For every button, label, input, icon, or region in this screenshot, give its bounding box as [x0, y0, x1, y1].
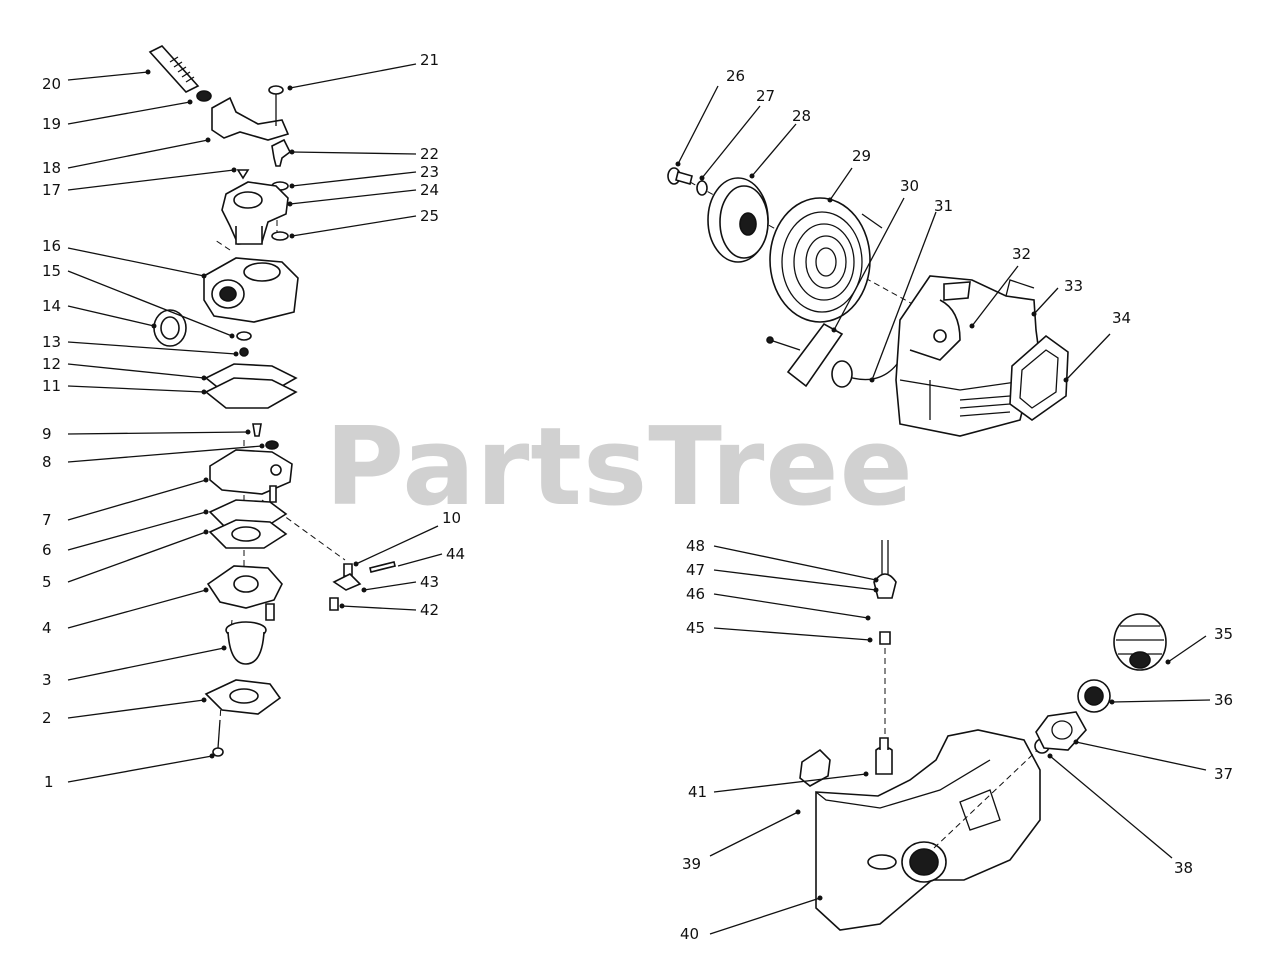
part-1-screw — [212, 719, 224, 757]
part-25-washer — [271, 231, 289, 241]
callout-35: 35 — [1214, 625, 1234, 643]
part-11-plate — [204, 377, 298, 409]
callout-41: 41 — [688, 783, 708, 801]
callout-45: 45 — [686, 619, 706, 637]
callout-8: 8 — [42, 453, 52, 471]
callout-25: 25 — [420, 207, 440, 225]
part-34-gasket — [1009, 334, 1069, 421]
part-3-primer-bulb — [225, 621, 267, 665]
part-13-needle — [239, 347, 249, 357]
part-20-adjust-screw — [148, 45, 200, 93]
callout-47: 47 — [686, 561, 706, 579]
part-17-pin — [236, 169, 250, 180]
part-40-fuel-tank — [815, 729, 1041, 931]
callout-21: 21 — [420, 51, 440, 69]
part-46-grommet — [873, 573, 897, 599]
callout-31: 31 — [934, 197, 954, 215]
callout-18: 18 — [42, 159, 62, 177]
callout-6: 6 — [42, 541, 52, 559]
callout-38: 38 — [1174, 859, 1194, 877]
callout-36: 36 — [1214, 691, 1234, 709]
callout-28: 28 — [792, 107, 812, 125]
part-5-diaphragm — [208, 519, 288, 549]
part-18-bracket — [211, 96, 290, 141]
part-4-cover — [206, 565, 283, 621]
part-19-nut — [196, 90, 212, 102]
part-45-fitting — [879, 631, 891, 645]
fuel-tank-assembly — [799, 540, 1167, 931]
part-36-vent — [1077, 679, 1111, 713]
part-15-o-ring — [236, 331, 252, 341]
callout-48: 48 — [686, 537, 706, 555]
part-29-recoil-spring — [769, 197, 883, 323]
callout-43: 43 — [420, 573, 440, 591]
callout-42: 42 — [420, 601, 440, 619]
callout-12: 12 — [42, 355, 62, 373]
callout-19: 19 — [42, 115, 62, 133]
callout-17: 17 — [42, 181, 62, 199]
callout-34: 34 — [1112, 309, 1132, 327]
callout-20: 20 — [42, 75, 62, 93]
leader-lines — [67, 63, 1211, 935]
starter-assembly — [667, 167, 1069, 437]
callout-33: 33 — [1064, 277, 1084, 295]
callout-44: 44 — [446, 545, 466, 563]
callout-37: 37 — [1214, 765, 1234, 783]
part-44-pin — [369, 561, 396, 573]
callout-10: 10 — [442, 509, 462, 527]
part-7-metering-body — [209, 449, 293, 503]
part-9-needle — [252, 423, 262, 437]
callout-5: 5 — [42, 573, 52, 591]
callout-16: 16 — [42, 237, 62, 255]
part-21-screw — [268, 85, 284, 126]
part-27-washer — [696, 180, 708, 196]
part-2-flange — [204, 679, 282, 715]
callout-1: 1 — [44, 773, 54, 791]
callout-24: 24 — [420, 181, 440, 199]
callout-14: 14 — [42, 297, 62, 315]
part-41-fuel-filter — [875, 737, 893, 775]
callout-11: 11 — [42, 377, 62, 395]
callout-29: 29 — [852, 147, 872, 165]
callout-27: 27 — [756, 87, 776, 105]
part-43-lever — [332, 573, 362, 591]
callout-9: 9 — [42, 425, 52, 443]
callout-23: 23 — [420, 163, 440, 181]
callout-15: 15 — [42, 262, 62, 280]
part-24-pump-body — [221, 181, 289, 245]
callout-40: 40 — [680, 925, 700, 943]
callout-46: 46 — [686, 585, 706, 603]
part-37-gasket — [1035, 711, 1087, 751]
part-28-pulley — [707, 177, 769, 263]
part-16-carburetor-body — [203, 257, 299, 323]
part-14-seal-ring — [153, 309, 187, 347]
part-42-screw — [329, 597, 339, 611]
part-39-clip — [799, 748, 831, 787]
part-26-screw — [667, 167, 693, 185]
callout-3: 3 — [42, 671, 52, 689]
part-35-fuel-cap — [1113, 613, 1167, 671]
carburetor-assembly — [148, 45, 396, 757]
part-22-fitting — [271, 138, 292, 167]
callout-30: 30 — [900, 177, 920, 195]
callout-26: 26 — [726, 67, 746, 85]
part-8-spring — [265, 440, 279, 450]
callout-39: 39 — [682, 855, 702, 873]
callout-32: 32 — [1012, 245, 1032, 263]
callout-4: 4 — [42, 619, 52, 637]
callout-7: 7 — [42, 511, 52, 529]
callout-13: 13 — [42, 333, 62, 351]
callout-2: 2 — [42, 709, 52, 727]
watermark-text: PartsTree — [325, 405, 914, 530]
part-32-tab — [943, 281, 971, 301]
part-33-starter-housing — [895, 275, 1041, 437]
part-30-starter-handle — [766, 322, 844, 388]
callout-22: 22 — [420, 145, 440, 163]
